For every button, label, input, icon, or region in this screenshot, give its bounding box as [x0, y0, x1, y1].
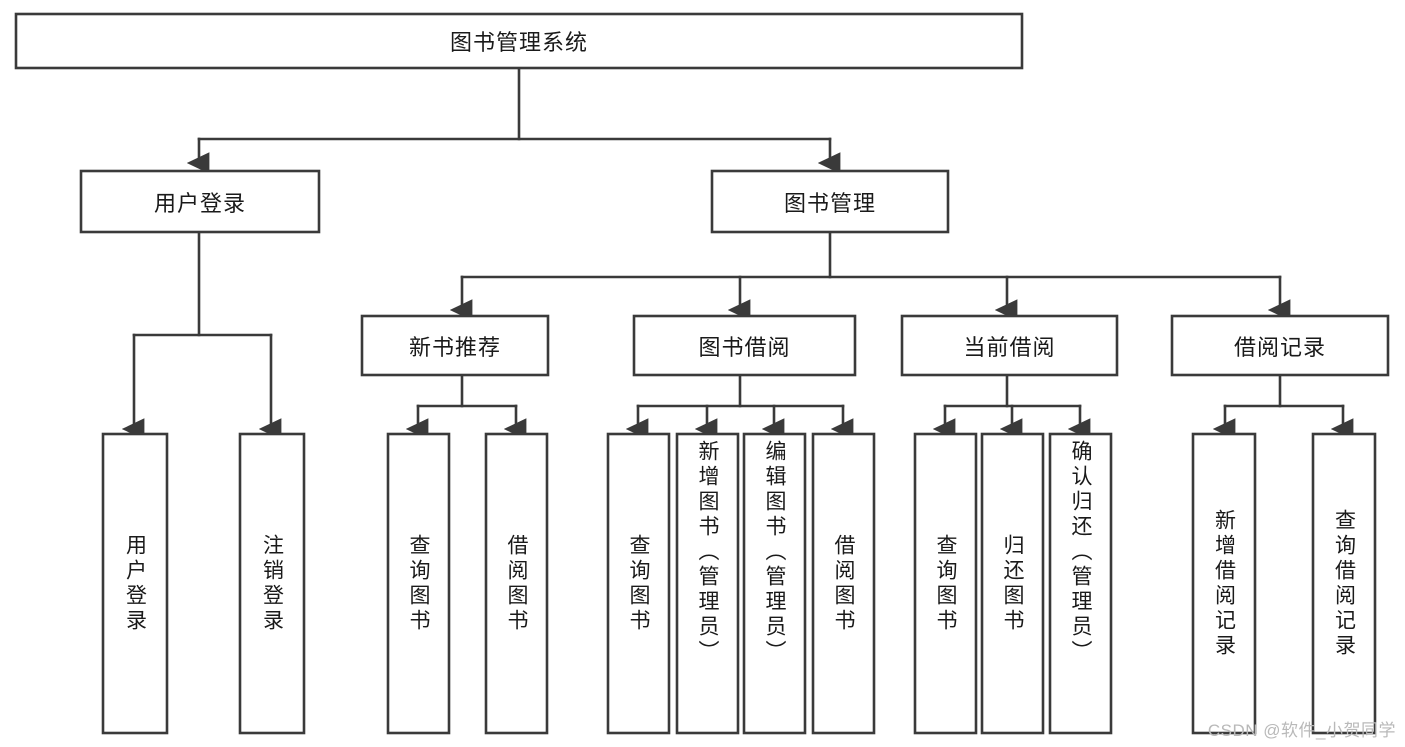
- leaf-query-books-borrow[interactable]: [606, 432, 671, 735]
- csdn-watermark: CSDN @软件_小贺同学: [1207, 721, 1396, 740]
- leaf-query-borrow-record[interactable]: [1311, 432, 1377, 735]
- leaf-confirm-return-admin[interactable]: [1048, 432, 1113, 735]
- leaf-add-borrow-record[interactable]: [1191, 432, 1257, 735]
- leaf-user-login[interactable]: [101, 432, 169, 735]
- node-book-manage[interactable]: [710, 169, 950, 234]
- leaf-borrow-books-borrow[interactable]: [811, 432, 876, 735]
- leaf-query-books-recommend[interactable]: [386, 432, 451, 735]
- node-borrow-records[interactable]: [1170, 314, 1390, 377]
- node-user-login[interactable]: [79, 169, 321, 234]
- leaf-edit-book-admin[interactable]: [742, 432, 807, 735]
- node-current-borrow[interactable]: [900, 314, 1119, 377]
- leaf-return-books[interactable]: [980, 432, 1045, 735]
- node-root[interactable]: [14, 12, 1024, 70]
- node-book-borrow[interactable]: [632, 314, 857, 377]
- leaf-add-book-admin[interactable]: [675, 432, 740, 735]
- leaf-logout[interactable]: [238, 432, 306, 735]
- leaf-query-books-current[interactable]: [913, 432, 978, 735]
- leaf-borrow-books-recommend[interactable]: [484, 432, 549, 735]
- node-new-book-recommend[interactable]: [360, 314, 550, 377]
